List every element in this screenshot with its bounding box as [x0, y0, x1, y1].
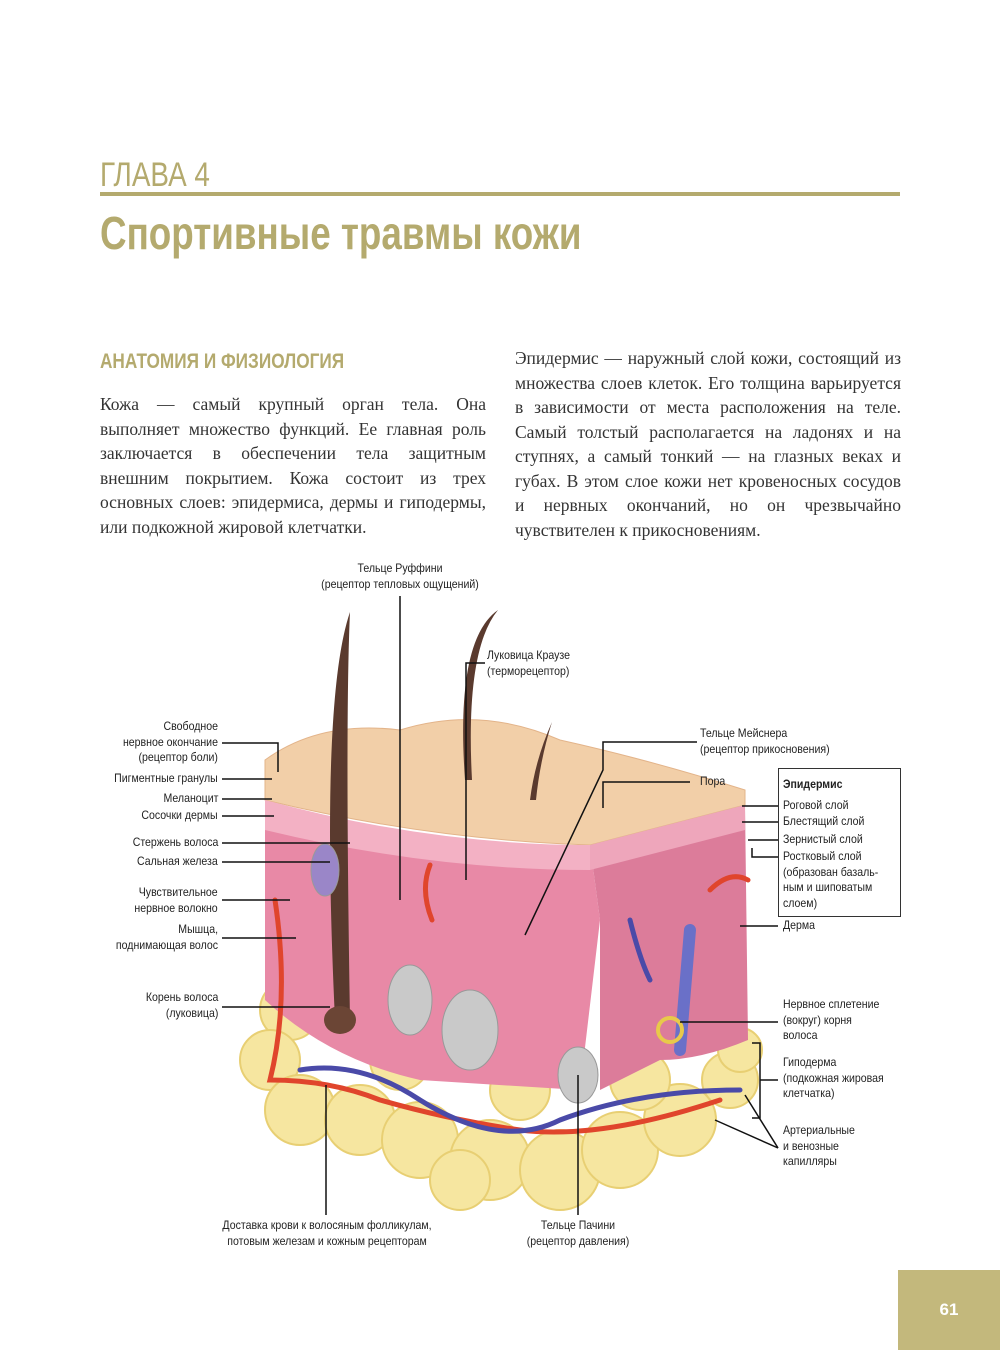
- label-hair-root: Корень волоса (луковица): [145, 990, 218, 1020]
- label-dermal-papillae: Сосочки дермы: [141, 808, 218, 822]
- label-stratum-germinativum: Ростковый слой (образован базаль- ным и …: [783, 849, 879, 910]
- chapter-rule: [100, 192, 900, 196]
- label-hypodermis: Гиподерма (подкожная жировая клетчатка): [783, 1055, 884, 1100]
- label-free-nerve-ending: Свободное нервное окончание (рецептор бо…: [123, 719, 218, 764]
- label-hair-nerve-plexus: Нервное сплетение (вокруг) корня волоса: [783, 997, 880, 1042]
- section-heading: АНАТОМИЯ И ФИЗИОЛОГИЯ: [100, 350, 345, 373]
- label-blood-supply: Доставка крови к волосяным фолликулам, п…: [222, 1218, 432, 1248]
- label-melanocyte: Меланоцит: [163, 791, 218, 805]
- epidermis-layers-side: [590, 805, 745, 870]
- hair-root: [324, 1006, 356, 1034]
- dermis-side: [590, 805, 748, 1090]
- label-sebaceous-gland: Сальная железа: [137, 854, 218, 868]
- label-epidermis: Эпидермис: [783, 777, 843, 791]
- label-pacini: Тельце Пачини (рецептор давления): [526, 1218, 630, 1248]
- label-stratum-granulosum: Зернистый слой: [783, 832, 863, 846]
- label-stratum-lucidum: Блестящий слой: [783, 814, 865, 828]
- leader-lines: [222, 596, 779, 1215]
- label-pigment-granules: Пигментные гранулы: [114, 771, 218, 785]
- hypodermis-fat: [239, 979, 763, 1211]
- epidermis-top: [264, 719, 746, 846]
- hair-shaft: [330, 612, 350, 1020]
- epidermis-layers-front: [265, 800, 590, 870]
- label-stratum-corneum: Роговой слой: [783, 798, 849, 812]
- page-title: Спортивные травмы кожи: [100, 207, 582, 259]
- label-hair-shaft: Стержень волоса: [132, 835, 218, 849]
- paragraph-epidermis: Эпидермис — наружный слой кожи, состоящи…: [515, 348, 901, 540]
- label-meissner: Тельце Мейснера (рецептор прикосновения): [700, 726, 830, 756]
- label-pore: Пора: [700, 774, 726, 788]
- epidermis-box: [778, 768, 901, 917]
- label-arrector-muscle: Мышца, поднимающая волос: [115, 922, 218, 952]
- label-sensory-nerve: Чувствительное нервное волокно: [134, 885, 218, 915]
- page-number: 61: [898, 1270, 1000, 1350]
- label-krause: Луковица Краузе (терморецептор): [487, 648, 570, 678]
- chapter-label: ГЛАВА 4: [100, 156, 210, 194]
- label-ruffini: Тельце Руффини (рецептор тепловых ощущен…: [321, 561, 479, 591]
- hair-shaft-2: [463, 610, 498, 780]
- hair-shaft-3: [530, 722, 552, 800]
- label-capillaries: Артериальные и венозные капилляры: [783, 1123, 855, 1168]
- paragraph-skin: Кожа — самый крупный орган тела. Она вып…: [100, 394, 486, 537]
- label-dermis: Дерма: [783, 918, 816, 932]
